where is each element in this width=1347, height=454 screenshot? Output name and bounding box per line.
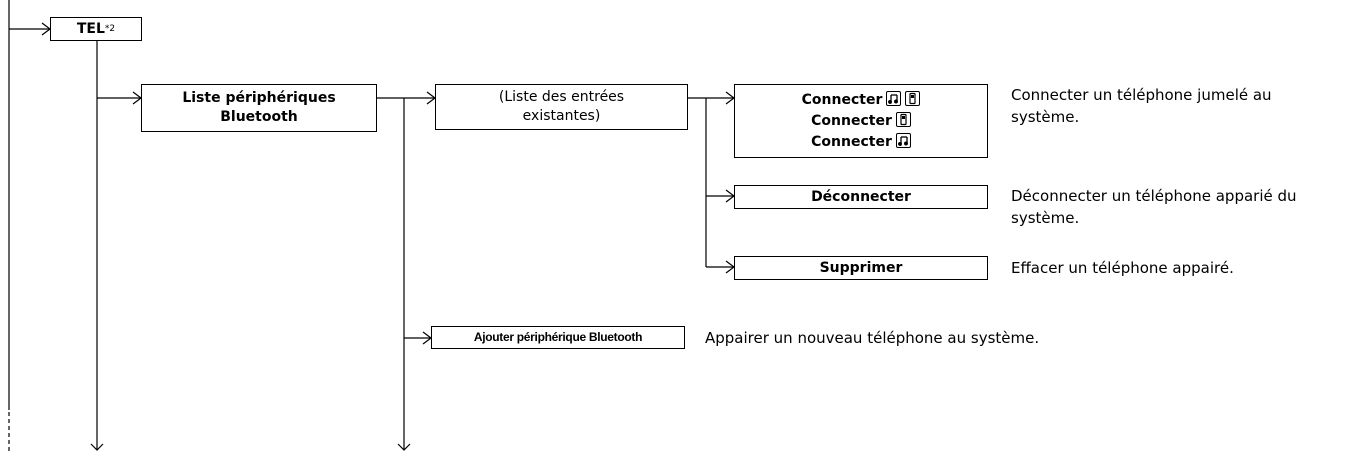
connect-description: Connecter un téléphone jumelé au système… (1011, 84, 1272, 128)
phone-icon (895, 111, 911, 127)
add-device-label: Ajouter périphérique Bluetooth (473, 330, 643, 344)
add-device-description: Appairer un nouveau téléphone au système… (705, 329, 1040, 347)
phone-icon (905, 90, 921, 106)
delete-description: Effacer un téléphone appairé. (1011, 259, 1234, 277)
connect-desc-line1: Connecter un téléphone jumelé au (1011, 86, 1272, 104)
entries-line2: existantes) (522, 108, 601, 124)
entries-line1: (Liste des entrées (498, 89, 625, 105)
connect-label: Connecter (811, 112, 892, 129)
bluetooth-list-line1: Liste périphériques (182, 90, 336, 106)
bluetooth-list-node: Liste périphériques Bluetooth (141, 84, 377, 132)
disconnect-desc-line2: système. (1011, 209, 1080, 227)
connect-label: Connecter (801, 91, 883, 108)
disconnect-desc-line1: Déconnecter un téléphone apparié du (1011, 187, 1297, 205)
connect-option: Connecter (811, 111, 911, 132)
bluetooth-list-line2: Bluetooth (220, 109, 298, 125)
delete-node: Supprimer (734, 256, 988, 280)
tel-label: TEL (76, 20, 105, 37)
music-icon (895, 132, 911, 148)
disconnect-node: Déconnecter (734, 185, 988, 209)
tel-node: TEL*2 (50, 17, 142, 41)
existing-entries-node: (Liste des entrées existantes) (435, 84, 688, 130)
connect-node: Connecter Connecter Connecter (734, 84, 988, 158)
connect-label: Connecter (811, 133, 892, 150)
connect-desc-line2: système. (1011, 108, 1080, 126)
delete-label: Supprimer (819, 259, 903, 276)
add-device-node: Ajouter périphérique Bluetooth (431, 326, 685, 349)
disconnect-label: Déconnecter (811, 188, 911, 205)
disconnect-description: Déconnecter un téléphone apparié du syst… (1011, 185, 1297, 229)
music-icon (886, 90, 902, 106)
connect-option: Connecter (802, 90, 921, 111)
connect-option: Connecter (811, 132, 911, 153)
